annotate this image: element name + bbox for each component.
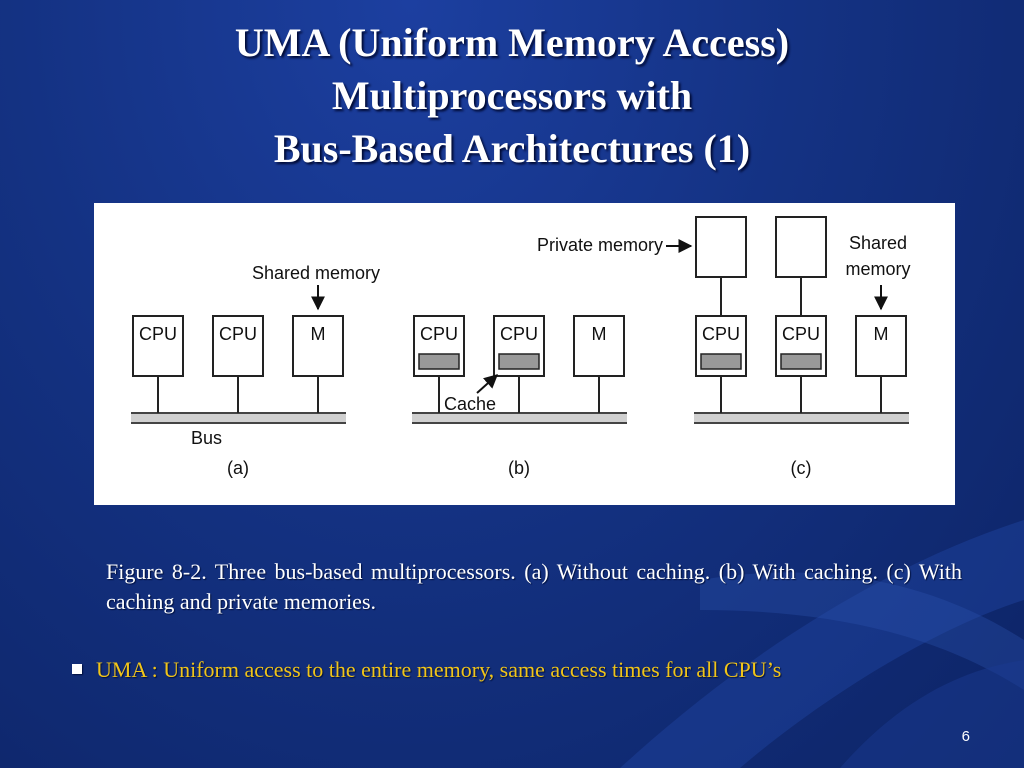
bus-c <box>694 414 909 422</box>
panel-label-b: (b) <box>508 458 530 478</box>
title-line-3: Bus-Based Architectures (1) <box>273 126 751 171</box>
figure-panel: CPU CPU M Shared memory Bus (a) CPU CPU <box>94 203 955 505</box>
page-number: 6 <box>961 728 970 745</box>
cpu-label-c1: CPU <box>702 324 740 344</box>
bus-label: Bus <box>191 428 222 448</box>
memory-label-a: M <box>311 324 326 344</box>
cpu-label-a1: CPU <box>139 324 177 344</box>
title-line-1: UMA (Uniform Memory Access) <box>234 20 790 65</box>
cpu-label-b2: CPU <box>500 324 538 344</box>
bus-multiprocessor-diagram: CPU CPU M Shared memory Bus (a) CPU CPU <box>131 216 911 478</box>
bus-b <box>412 414 627 422</box>
panel-b: CPU CPU M Cache (b) <box>412 315 627 478</box>
memory-box-a <box>292 315 344 377</box>
cache-block-b2 <box>498 353 540 370</box>
cpu-label-a2: CPU <box>219 324 257 344</box>
cache-arrow <box>476 374 499 394</box>
memory-label-b: M <box>592 324 607 344</box>
title-line-2: Multiprocessors with <box>331 73 693 118</box>
shared-memory-label-a: Shared memory <box>252 263 380 283</box>
bullet-text: UMA : Uniform access to the entire memor… <box>96 657 782 682</box>
cpu-box-a1 <box>132 315 184 377</box>
cpu-label-b1: CPU <box>420 324 458 344</box>
private-memory-label: Private memory <box>537 235 663 255</box>
cache-label: Cache <box>444 394 496 414</box>
memory-label-c: M <box>874 324 889 344</box>
panel-label-a: (a) <box>227 458 249 478</box>
panel-a: CPU CPU M Shared memory Bus (a) <box>131 263 380 478</box>
shared-memory-label-c-line1: Shared <box>849 233 907 253</box>
panel-c: CPU CPU M Private memory Shared memory (… <box>537 216 911 478</box>
square-bullet-icon <box>72 664 82 674</box>
bus-a <box>131 414 346 422</box>
cache-block-c2 <box>780 353 822 370</box>
shared-memory-label-c-line2: memory <box>845 259 910 279</box>
bullet-item: UMA : Uniform access to the entire memor… <box>72 655 972 685</box>
private-memory-box-c2 <box>775 216 827 278</box>
cpu-label-c2: CPU <box>782 324 820 344</box>
cache-block-c1 <box>700 353 742 370</box>
figure-caption: Figure 8-2. Three bus-based multiprocess… <box>106 559 962 614</box>
panel-label-c: (c) <box>791 458 812 478</box>
cache-block-b1 <box>418 353 460 370</box>
private-memory-box-c1 <box>695 216 747 278</box>
cpu-box-a2 <box>212 315 264 377</box>
slide-title: UMA (Uniform Memory Access) Multiprocess… <box>0 16 1024 175</box>
